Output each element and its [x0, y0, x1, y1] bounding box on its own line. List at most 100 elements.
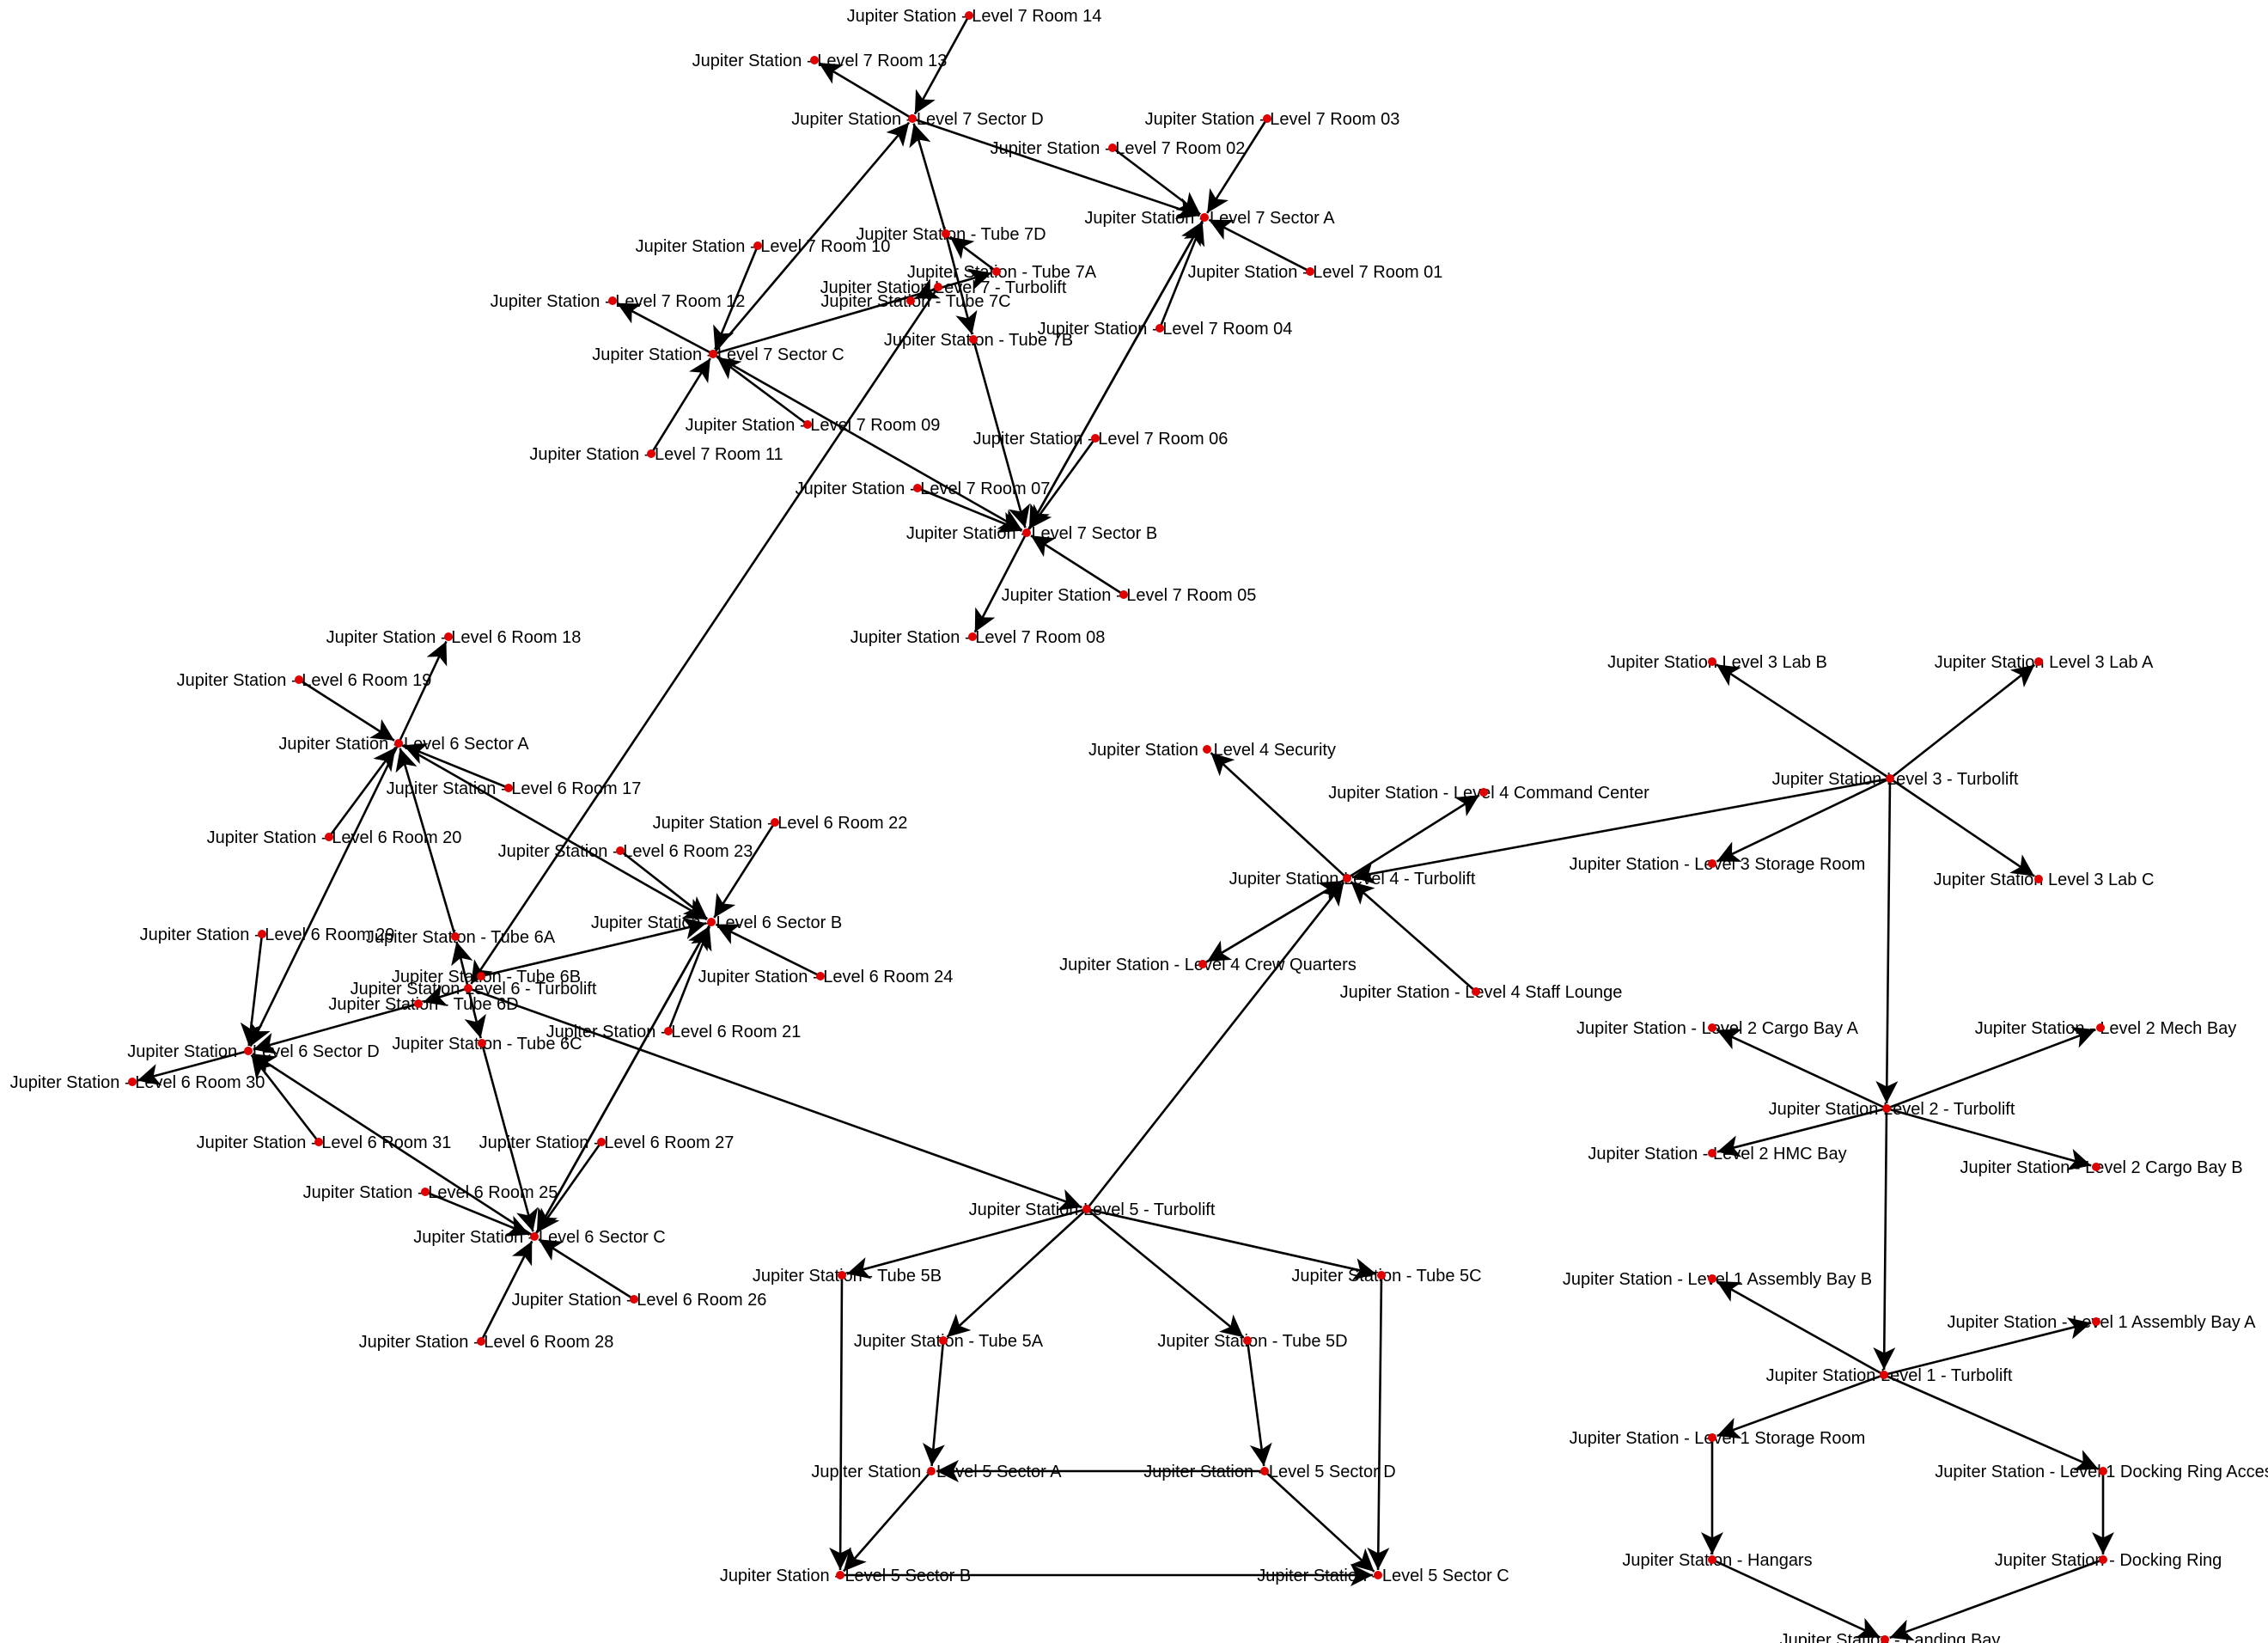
node-l6r30: Jupiter Station - Level 6 Room 30	[10, 1073, 265, 1092]
node-dot	[803, 420, 812, 429]
node-label: Jupiter Station - Tube 7B	[884, 331, 1073, 350]
node-label: Jupiter Station - Level 1 Storage Room	[1570, 1429, 1866, 1448]
node-l5sc: Jupiter Station - Level 5 Sector C	[1257, 1567, 1509, 1585]
node-l6sd: Jupiter Station - Level 6 Sector D	[127, 1042, 379, 1061]
edge-hang-to-lb	[1711, 1558, 1881, 1639]
edge-l4tl-to-l4sec	[1210, 752, 1348, 879]
node-l6tl: Jupiter Station Level 6 - Turbolift	[351, 980, 597, 999]
node-l5sa: Jupiter Station - Level 5 Sector A	[811, 1463, 1062, 1481]
node-label: Jupiter Station - Level 6 Sector C	[413, 1228, 665, 1247]
edge-l3tl-to-l3sr	[1716, 777, 1891, 863]
node-label: Jupiter Station - Level 7 Room 04	[1038, 320, 1293, 339]
edge-l6r20-to-l6sa	[327, 747, 397, 838]
edge-l6r22-to-l6sb	[713, 822, 777, 919]
node-dot	[1243, 1336, 1252, 1345]
node-l7sc: Jupiter Station - Level 7 Sector C	[592, 345, 844, 364]
node-hang: Jupiter Station - Hangars	[1622, 1551, 1812, 1570]
node-label: Jupiter Station - Level 1 Assembly Bay B	[1563, 1270, 1872, 1289]
node-t5a: Jupiter Station - Tube 5A	[854, 1332, 1044, 1351]
edge-l7r10-to-l7sc	[713, 245, 759, 350]
node-dot	[1886, 774, 1894, 783]
edge-l6tl-to-t6c	[464, 987, 486, 1039]
node-t5b: Jupiter Station - Tube 5B	[753, 1267, 942, 1286]
edge-l3tl-to-l4tl	[1351, 777, 1891, 885]
node-t6a: Jupiter Station - Tube 6A	[366, 928, 556, 947]
node-dot	[1479, 788, 1488, 797]
node-label: Jupiter Station - Level 6 Sector A	[278, 735, 529, 754]
node-l7r03: Jupiter Station - Level 7 Room 03	[1145, 110, 1400, 129]
node-dot	[1119, 590, 1128, 599]
node-l7r14: Jupiter Station - Level 7 Room 14	[847, 7, 1102, 26]
node-label: Jupiter Station Level 4 - Turbolift	[1229, 870, 1476, 889]
node-l4tl: Jupiter Station Level 4 - Turbolift	[1229, 870, 1476, 889]
node-l6sb: Jupiter Station - Level 6 Sector B	[591, 913, 842, 932]
node-dot	[608, 296, 617, 305]
node-l6r21: Jupiter Station - Level 6 Room 21	[546, 1023, 802, 1041]
edge-l6r25-to-l6sc	[424, 1190, 530, 1237]
node-dot	[1882, 1104, 1891, 1113]
edge-l5tl-to-t5d	[1086, 1207, 1245, 1339]
node-label: Jupiter Station - Level 7 Room 13	[692, 52, 948, 70]
edge-l6sc-to-l6sb	[533, 925, 710, 1237]
node-label: Jupiter Station Level 1 - Turbolift	[1766, 1366, 2013, 1385]
node-label: Jupiter Station - Tube 5A	[854, 1332, 1044, 1351]
node-dot	[1377, 1271, 1386, 1280]
edge-t7d-to-l7sd	[909, 123, 948, 235]
edge-l7sb-to-l7r08	[973, 532, 1028, 633]
edge-l7sd-to-l7sa	[911, 117, 1200, 220]
edge-t5b-to-l5sb	[829, 1274, 852, 1571]
node-dot	[421, 1188, 430, 1196]
node-label: Jupiter Station - Level 7 Room 03	[1145, 110, 1400, 129]
node-label: Jupiter Station - Level 5 Sector B	[720, 1567, 971, 1585]
node-l7r02: Jupiter Station - Level 7 Room 02	[991, 139, 1246, 158]
edge-l7tl-to-l6tl	[470, 286, 940, 985]
edge-t5c-to-l5sc	[1367, 1274, 1390, 1571]
node-dot	[838, 1271, 846, 1280]
node-dot	[942, 229, 950, 238]
node-dot	[1091, 434, 1100, 443]
node-dot	[1708, 1149, 1716, 1157]
node-dot	[965, 11, 973, 20]
edge-l6r23-to-l6sb	[619, 849, 709, 920]
edge-t5a-to-l5sa	[922, 1340, 945, 1467]
node-l6r27: Jupiter Station - Level 6 Room 27	[479, 1133, 735, 1152]
node-l5sd: Jupiter Station - Level 5 Sector D	[1143, 1463, 1395, 1481]
node-l1dra: Jupiter Station - Level 1 Docking Ring A…	[1935, 1463, 2268, 1481]
node-l6r24: Jupiter Station - Level 6 Room 24	[698, 968, 954, 986]
node-l6sa: Jupiter Station - Level 6 Sector A	[278, 735, 529, 754]
node-l6r17: Jupiter Station - Level 6 Room 17	[387, 779, 642, 798]
node-dot	[934, 283, 942, 291]
node-label: Jupiter Station - Level 7 Sector B	[906, 524, 1157, 543]
node-dot	[1108, 144, 1117, 152]
edge-l2tl-to-l2hmc	[1716, 1107, 1887, 1157]
node-dot	[2034, 657, 2043, 666]
edge-l7r07-to-l7sb	[917, 486, 1022, 533]
node-l7r06: Jupiter Station - Level 7 Room 06	[973, 430, 1228, 449]
node-label: Jupiter Station - Level 4 Security	[1088, 741, 1336, 760]
node-dot	[414, 999, 423, 1008]
node-label: Jupiter Station - Tube 6A	[366, 928, 556, 947]
edge-l6sa-to-l6r18	[397, 640, 448, 744]
node-dot	[1881, 1635, 1889, 1643]
node-dot	[597, 1138, 606, 1146]
edge-l6r31-to-l6sd	[250, 1054, 320, 1143]
node-l7r08: Jupiter Station - Level 7 Room 08	[850, 628, 1106, 647]
node-label: Jupiter Station - Level 3 Storage Room	[1570, 855, 1866, 874]
node-l6r23: Jupiter Station - Level 6 Room 23	[498, 842, 753, 861]
node-label: Jupiter Station - Level 6 Room 27	[479, 1133, 735, 1152]
edge-dr-to-lb	[1889, 1558, 2104, 1641]
node-l4cc: Jupiter Station - Level 4 Command Center	[1328, 784, 1649, 803]
node-l7r12: Jupiter Station - Level 7 Room 12	[491, 292, 746, 311]
node-dot	[2099, 1467, 2107, 1475]
node-dot	[2099, 1555, 2107, 1564]
node-dot	[128, 1078, 137, 1086]
node-label: Jupiter Station Level 3 Lab A	[1935, 653, 2154, 672]
node-dot	[908, 114, 917, 123]
node-dot	[616, 846, 625, 855]
edge-l5tl-to-l4tl	[1085, 881, 1345, 1210]
node-label: Jupiter Station - Tube 7C	[820, 292, 1010, 311]
node-dot	[1374, 1571, 1382, 1579]
edge-l1tl-to-l1sr	[1716, 1373, 1885, 1439]
edge-l6tl-to-l5tl	[467, 986, 1082, 1211]
node-l2mb: Jupiter Station - Level 2 Mech Bay	[1975, 1019, 2237, 1038]
